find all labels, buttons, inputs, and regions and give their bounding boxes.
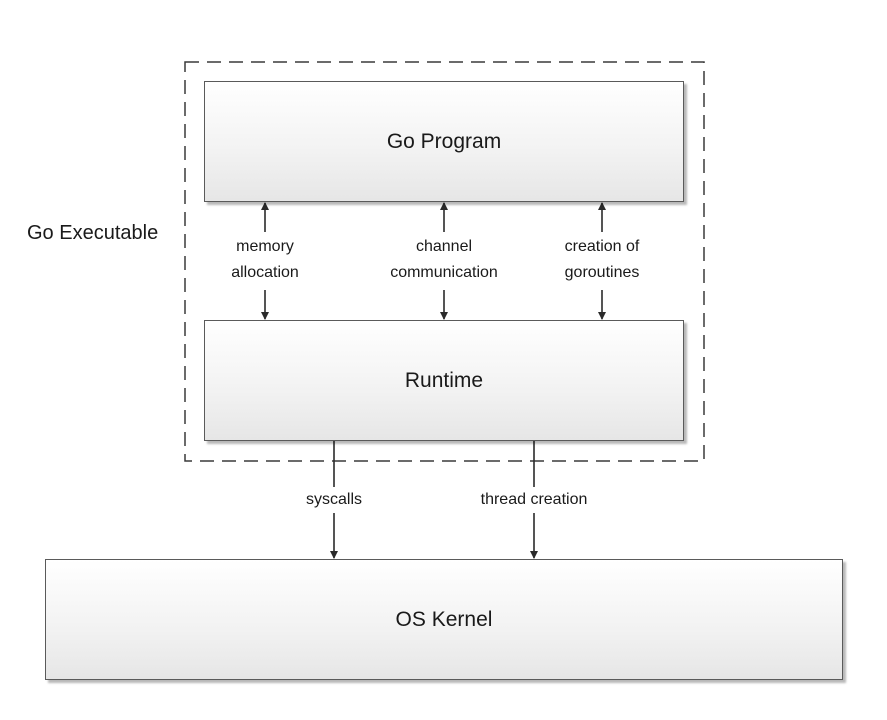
go-executable-boundary	[184, 61, 705, 462]
go-executable-label: Go Executable	[27, 222, 159, 244]
memory-allocation-line1: memory	[236, 238, 294, 255]
runtime-box: Runtime	[204, 320, 684, 441]
memory-allocation-label: memory allocation	[205, 234, 325, 286]
syscalls-label: syscalls	[284, 487, 384, 513]
os-kernel-box: OS Kernel	[45, 559, 843, 680]
channel-communication-line1: channel	[415, 238, 473, 255]
goroutine-creation-label: creation of goroutines	[542, 234, 662, 286]
goroutine-creation-line2: goroutines	[564, 264, 640, 281]
os-kernel-label: OS Kernel	[395, 607, 493, 631]
thread-creation-label: thread creation	[459, 487, 609, 513]
runtime-label: Runtime	[404, 368, 484, 392]
channel-communication-label: channel communication	[369, 234, 519, 286]
go-program-label: Go Program	[386, 129, 502, 153]
goroutine-creation-line1: creation of	[564, 238, 640, 255]
channel-communication-line2: communication	[390, 264, 498, 281]
memory-allocation-line2: allocation	[231, 264, 299, 281]
go-program-box: Go Program	[204, 81, 684, 202]
